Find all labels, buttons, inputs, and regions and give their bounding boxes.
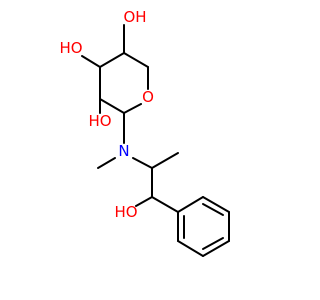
atom-labels: OH HO HO O N HO bbox=[59, 8, 153, 221]
bonds bbox=[81, 24, 230, 257]
atom-ring-oxygen: O bbox=[142, 88, 154, 106]
atom-ho-bottom: HO bbox=[114, 203, 137, 221]
bond-ph-2 bbox=[177, 240, 204, 257]
bond-ph-6 bbox=[177, 196, 204, 213]
bond-ph-5 bbox=[202, 196, 230, 213]
bond-ring-o-c1 bbox=[123, 103, 142, 114]
bond-ring-c3-c4 bbox=[99, 52, 125, 68]
atom-nitrogen: N bbox=[118, 142, 129, 160]
bond-choh-phenyl bbox=[151, 196, 179, 213]
bond-ch-methyl bbox=[151, 152, 179, 169]
bond-ring-c1-c2 bbox=[99, 98, 125, 114]
atom-ho-left-upper: HO bbox=[59, 39, 82, 57]
bond-choh-oh bbox=[135, 196, 153, 207]
bond-n-ch bbox=[132, 157, 153, 169]
bond-ph-3 bbox=[202, 240, 230, 257]
bond-ph-double-3 bbox=[202, 203, 224, 216]
bond-n-methyl bbox=[97, 157, 116, 169]
bond-c3-oh bbox=[81, 55, 101, 68]
structure-canvas: OH HO HO O N HO bbox=[59, 8, 230, 257]
atom-ho-left-lower: HO bbox=[88, 112, 111, 130]
bond-ring-c5-c6 bbox=[123, 52, 149, 68]
atom-oh-top: OH bbox=[123, 8, 146, 26]
bond-ph-double-2 bbox=[202, 237, 224, 250]
